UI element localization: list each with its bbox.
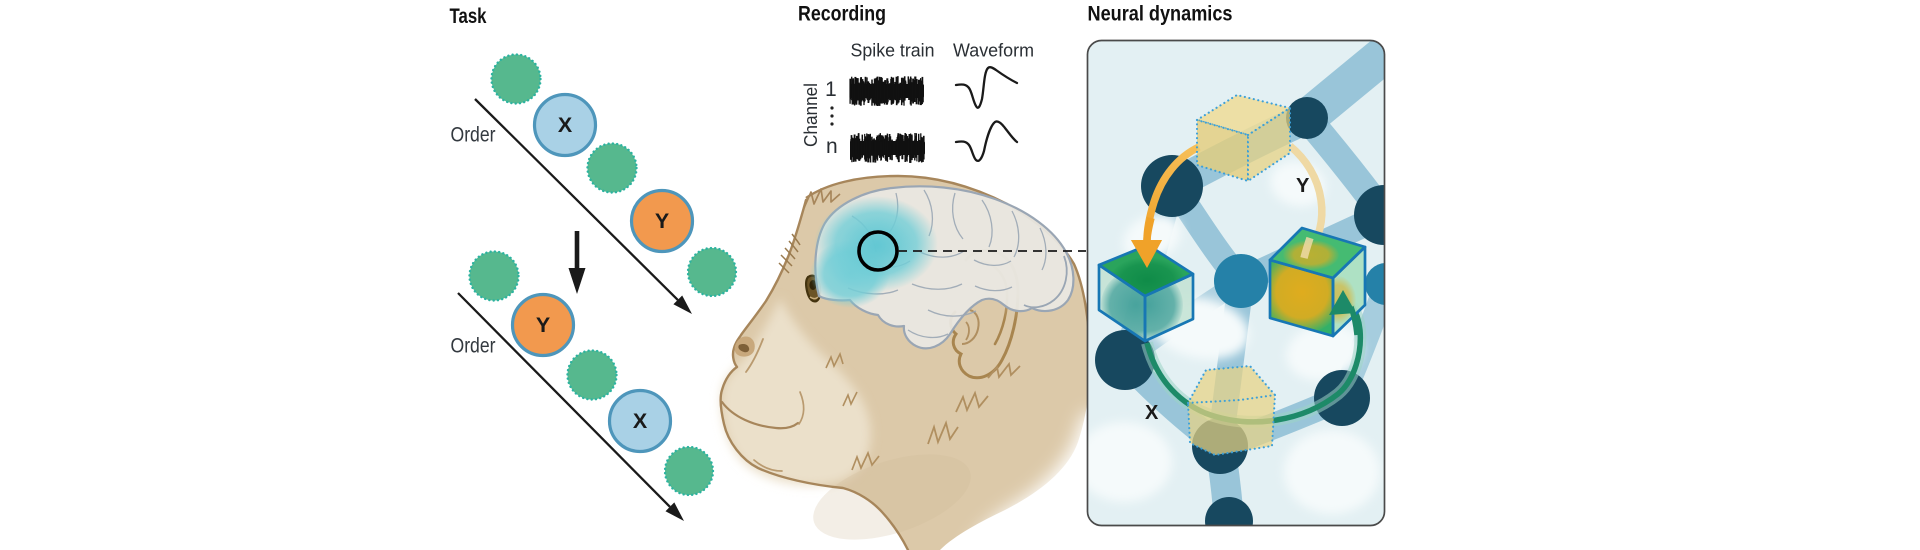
svg-text:Spike train: Spike train	[851, 40, 935, 61]
svg-text:Channel: Channel	[800, 83, 821, 147]
svg-text:X: X	[558, 113, 573, 137]
svg-text:Order: Order	[451, 335, 496, 358]
svg-text:Task: Task	[450, 4, 487, 28]
svg-text:Y: Y	[655, 209, 669, 233]
svg-text:1: 1	[825, 78, 837, 101]
svg-text:Neural dynamics: Neural dynamics	[1088, 2, 1233, 26]
svg-text:Order: Order	[451, 124, 496, 147]
svg-text:n: n	[826, 135, 838, 158]
svg-text:Recording: Recording	[798, 2, 886, 26]
svg-text:Waveform: Waveform	[953, 40, 1034, 61]
svg-text:Y: Y	[1296, 175, 1310, 197]
svg-text:X: X	[1145, 402, 1159, 424]
svg-text:X: X	[633, 409, 648, 433]
svg-text:Y: Y	[536, 313, 550, 337]
